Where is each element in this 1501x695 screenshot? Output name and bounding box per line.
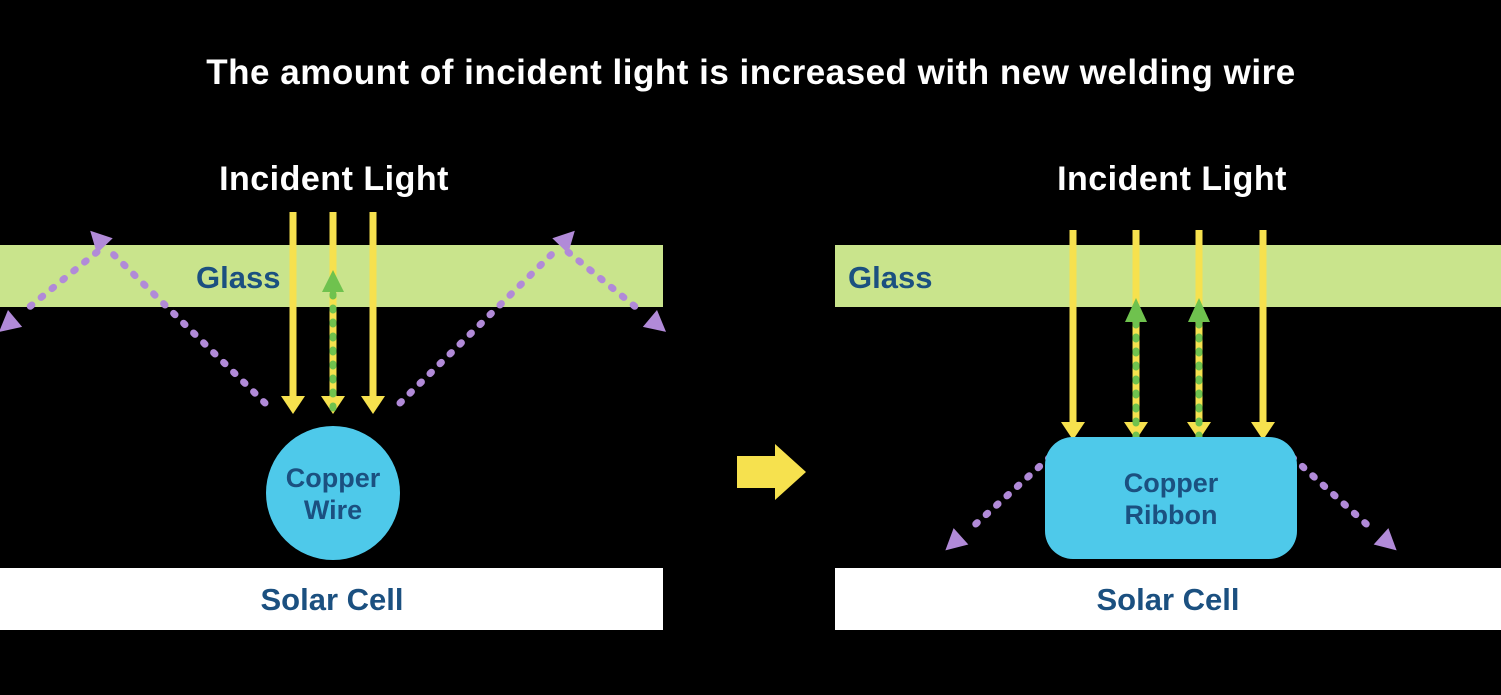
copper-ribbon-label-line1: Copper (1124, 468, 1219, 498)
dashed-arrow-purple (108, 249, 269, 407)
down-arrowhead-yellow (1124, 422, 1148, 440)
solar-cell-bar-left (0, 568, 663, 630)
purple-arrowhead-down-right (1373, 528, 1397, 551)
purple-arrowhead-down-right (642, 310, 667, 332)
glass-label-right: Glass (848, 260, 932, 295)
dashed-arrow-purple (1288, 453, 1378, 535)
solar-cell-label-right: Solar Cell (1097, 582, 1240, 617)
dashed-arrow-purple (396, 249, 557, 407)
reflected-ray-left (322, 270, 344, 412)
copper-ribbon-shape (1045, 437, 1297, 559)
page-title: The amount of incident light is increase… (206, 53, 1295, 92)
reflected-rays-right (1125, 298, 1210, 441)
incident-light-label-left: Incident Light (219, 160, 449, 198)
incident-light-label-right: Incident Light (1057, 160, 1287, 198)
down-arrowhead-yellow (1187, 422, 1211, 440)
dashed-arrow-purple (964, 453, 1054, 535)
up-arrowhead-green (322, 270, 344, 292)
purple-arrowhead-up-left (90, 230, 113, 254)
glass-label-left: Glass (196, 260, 280, 295)
purple-arrowhead-up-right (552, 230, 575, 254)
solar-cell-bar-right (835, 568, 1501, 630)
down-arrowhead-yellow (281, 396, 305, 414)
glass-bar-right (835, 245, 1501, 307)
copper-wire-shape (266, 426, 400, 560)
scattered-rays-right (945, 453, 1397, 551)
copper-wire-label-line2: Wire (304, 495, 362, 525)
solar-cell-label-left: Solar Cell (261, 582, 404, 617)
purple-arrowhead-down-left (945, 528, 969, 551)
purple-arrowhead-down-left (0, 310, 23, 332)
down-arrowhead-yellow (1251, 422, 1275, 440)
down-arrowhead-yellow (361, 396, 385, 414)
copper-wire-label-line1: Copper (286, 463, 381, 493)
arrow-right-icon (737, 444, 806, 500)
up-arrowhead-green (1125, 298, 1147, 322)
down-arrowhead-yellow (1061, 422, 1085, 440)
copper-ribbon-label-line2: Ribbon (1125, 500, 1218, 530)
dashed-arrow-purple (18, 248, 101, 317)
dashed-arrow-purple (564, 248, 647, 317)
scattered-rays-left (0, 230, 667, 407)
up-arrowhead-green (1188, 298, 1210, 322)
